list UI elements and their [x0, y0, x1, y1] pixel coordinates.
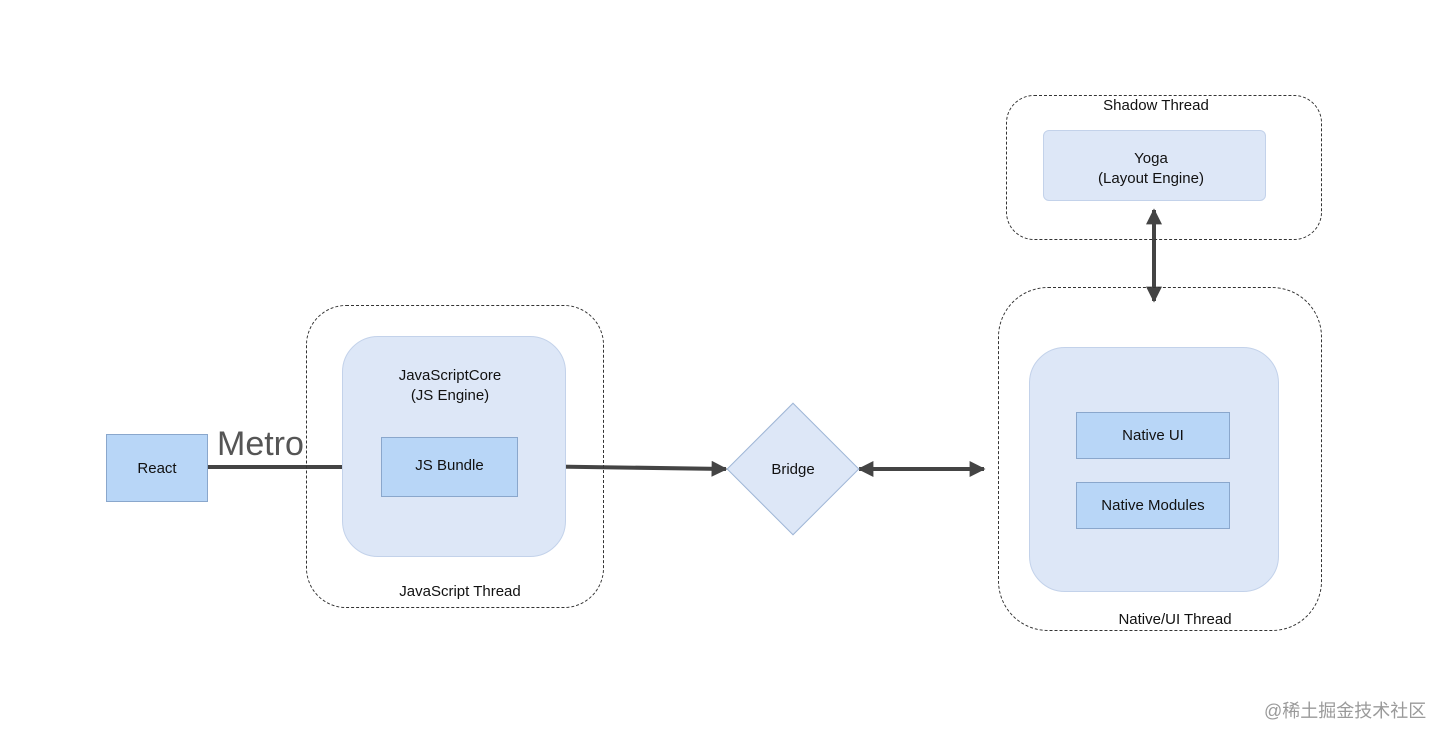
- react-box: React: [106, 434, 208, 502]
- javascript-thread-container: [306, 305, 604, 608]
- shadow-thread-container: [1006, 95, 1322, 240]
- javascript-thread-label: JavaScript Thread: [399, 583, 521, 600]
- native-modules-box: Native Modules: [1076, 482, 1230, 529]
- javascriptcore-subtitle: (JS Engine): [410, 387, 490, 404]
- react-label: React: [137, 459, 177, 477]
- bridge-label: Bridge: [771, 461, 815, 478]
- native-ui-box: Native UI: [1076, 412, 1230, 459]
- yoga-subtitle: (Layout Engine): [1098, 170, 1204, 187]
- yoga-box: [1043, 130, 1266, 201]
- yoga-name: Yoga: [1134, 150, 1168, 167]
- js-bundle-label: JS Bundle: [415, 457, 484, 474]
- js-bundle-box: JS Bundle: [381, 437, 518, 497]
- native-ui-label: Native UI: [1122, 427, 1184, 444]
- watermark: @稀土掘金技术社区: [1264, 701, 1427, 721]
- yoga-title: Yoga (Layout Engine): [1043, 149, 1259, 189]
- native-ui-thread-container: [998, 287, 1322, 631]
- javascriptcore-title: JavaScriptCore (JS Engine): [342, 366, 558, 406]
- javascriptcore-name: JavaScriptCore: [398, 367, 502, 384]
- native-runtime-panel: [1029, 347, 1279, 592]
- native-modules-label: Native Modules: [1101, 497, 1205, 514]
- metro-label: Metro: [217, 425, 304, 463]
- native-ui-thread-label: Native/UI Thread: [1118, 611, 1232, 628]
- shadow-thread-label: Shadow Thread: [1103, 97, 1209, 114]
